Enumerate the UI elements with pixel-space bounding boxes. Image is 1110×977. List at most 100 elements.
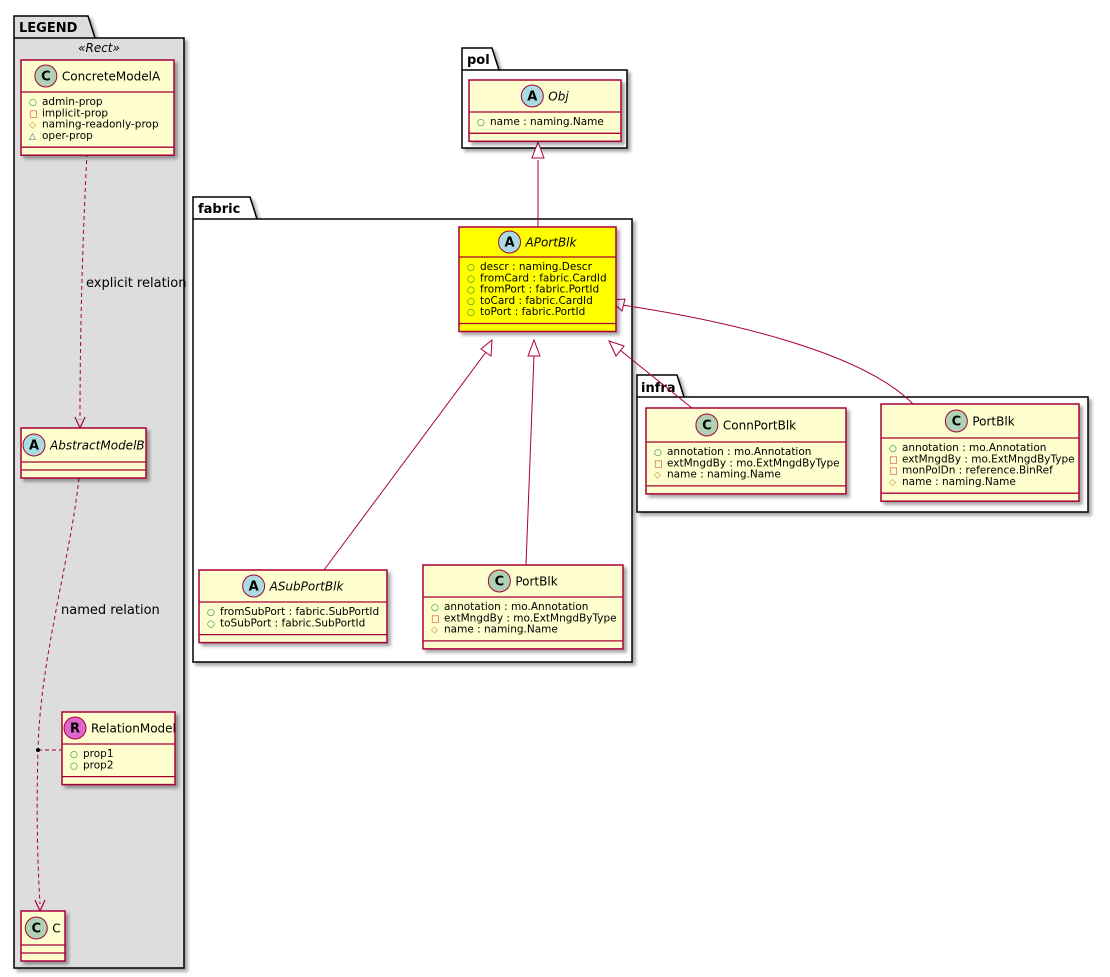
class-abstractmodelb-legend[interactable]: A AbstractModelB <box>20 427 147 479</box>
class-attribute: naming-readonly-prop <box>42 119 159 131</box>
visibility-icon: ○ <box>467 297 475 307</box>
visibility-icon: ○ <box>467 308 475 318</box>
class-attribute: prop1 <box>83 748 114 760</box>
class-attribute: monPolDn : reference.BinRef <box>902 465 1053 477</box>
visibility-icon: ○ <box>654 448 662 458</box>
class-attribute: oper-prop <box>42 130 93 142</box>
class-name: ConnPortBlk <box>723 419 796 433</box>
inherit-fabric-portblk-aportblk <box>525 354 535 566</box>
package-legend: LEGEND «Rect» <box>13 15 185 969</box>
class-aportblk-aportblk[interactable]: A APortBlk ○ descr : naming.Descr ○ fromCard … <box>458 226 617 333</box>
class-attribute: annotation : mo.Annotation <box>444 601 588 613</box>
class-attribute: name : naming.Name <box>444 624 558 636</box>
class-type-letter: R <box>70 722 80 737</box>
class-name: RelationModel <box>91 722 176 736</box>
class-attribute: extMngdBy : mo.ExtMngdByType <box>444 612 617 624</box>
class-name: AbstractModelB <box>49 439 145 453</box>
class-type-c-icon <box>695 413 719 437</box>
class-attribute: fromSubPort : fabric.SubPortId <box>220 606 379 618</box>
class-attribute: toCard : fabric.CardId <box>480 295 593 307</box>
visibility-icon: □ <box>29 109 38 119</box>
class-attribute: name : naming.Name <box>490 116 604 128</box>
class-portblk-fabric-portblk[interactable]: C PortBlk ○ annotation : mo.Annotation □ extM… <box>422 564 624 650</box>
class-type-a-icon <box>22 433 46 457</box>
visibility-icon: ◇ <box>889 478 896 488</box>
class-attribute: implicit-prop <box>42 107 108 119</box>
class-relationmodel-legend[interactable]: R RelationModel ○ prop1 ○ prop2 <box>61 711 176 786</box>
class-name: ConcreteModelA <box>62 70 161 84</box>
inherit-asubportblk-aportblk <box>323 351 487 571</box>
class-type-c-icon <box>34 64 58 88</box>
visibility-icon: ○ <box>431 603 439 613</box>
visibility-icon: △ <box>29 132 36 142</box>
class-type-a-icon <box>498 230 522 254</box>
named-relation-label: named relation <box>61 603 160 618</box>
visibility-icon: ○ <box>467 263 475 273</box>
package-legend-label: LEGEND <box>19 21 78 36</box>
class-name: PortBlk <box>972 415 1014 429</box>
visibility-icon: □ <box>889 467 898 477</box>
class-type-a-icon <box>520 84 544 108</box>
class-type-letter: C <box>702 419 712 434</box>
triangle-obj <box>531 140 545 159</box>
class-attribute: toSubPort : fabric.SubPortId <box>220 617 365 629</box>
legend-stereotype: «Rect» <box>78 41 120 55</box>
visibility-icon: □ <box>431 614 440 624</box>
class-attribute: toPort : fabric.PortId <box>480 306 585 318</box>
visibility-icon: ○ <box>467 286 475 296</box>
visibility-icon: ○ <box>477 118 485 128</box>
arrowheads <box>34 140 626 913</box>
relation-junction <box>36 748 40 752</box>
class-name: C <box>52 922 60 936</box>
class-type-letter: A <box>504 236 514 251</box>
class-type-letter: A <box>29 439 39 454</box>
class-type-letter: A <box>527 90 537 105</box>
class-attribute: annotation : mo.Annotation <box>902 442 1046 454</box>
class-name: ASubPortBlk <box>269 580 345 594</box>
class-attribute: annotation : mo.Annotation <box>667 446 811 458</box>
class-concretemodela-legend[interactable]: C ConcreteModelA ○ admin-prop □ implicit-prop… <box>20 59 175 156</box>
explicit-relation-line <box>79 152 88 421</box>
visibility-icon: ○ <box>70 750 78 760</box>
named-relation-line <box>36 477 80 905</box>
relations <box>36 152 914 905</box>
triangle-connportblk <box>608 340 625 357</box>
visibility-icon: ○ <box>70 761 78 771</box>
visibility-icon: ○ <box>889 444 897 454</box>
class-type-letter: C <box>952 415 962 430</box>
visibility-icon: ◇ <box>29 121 36 131</box>
class-type-c-icon <box>24 916 48 940</box>
package-pol-label: pol <box>467 53 490 68</box>
class-attribute: fromPort : fabric.PortId <box>480 284 599 296</box>
class-attribute: admin-prop <box>42 96 103 108</box>
class-name: APortBlk <box>525 236 578 250</box>
class-name: PortBlk <box>515 575 557 589</box>
class-type-letter: C <box>41 70 51 85</box>
triangle-fabric-portblk <box>527 338 541 357</box>
class-attribute: descr : naming.Descr <box>480 261 593 273</box>
visibility-icon: ◇ <box>431 626 438 636</box>
class-type-letter: C <box>495 575 505 590</box>
inherit-infra-portblk-aportblk <box>621 304 914 405</box>
class-type-letter: C <box>32 922 42 937</box>
inherit-connportblk-aportblk <box>619 349 693 409</box>
triangle-asub <box>480 338 493 357</box>
visibility-icon: □ <box>654 459 663 469</box>
visibility-icon: □ <box>889 455 898 465</box>
visibility-icon: ○ <box>467 274 475 284</box>
class-type-letter: A <box>249 580 259 595</box>
class-obj-pol-obj[interactable]: A Obj ○ name : naming.Name <box>468 79 622 143</box>
class-connportblk-connportblk[interactable]: C ConnPortBlk ○ annotation : mo.Annotation □… <box>645 407 847 495</box>
class-name: Obj <box>548 90 569 104</box>
package-fabric-label: fabric <box>198 202 240 217</box>
visibility-icon: ○ <box>29 98 37 108</box>
class-attribute: fromCard : fabric.CardId <box>480 272 607 284</box>
package-infra-label: infra <box>641 381 676 396</box>
class-attribute: prop2 <box>83 759 114 771</box>
visibility-icon: ◇ <box>654 471 661 481</box>
class-attribute: name : naming.Name <box>667 469 781 481</box>
